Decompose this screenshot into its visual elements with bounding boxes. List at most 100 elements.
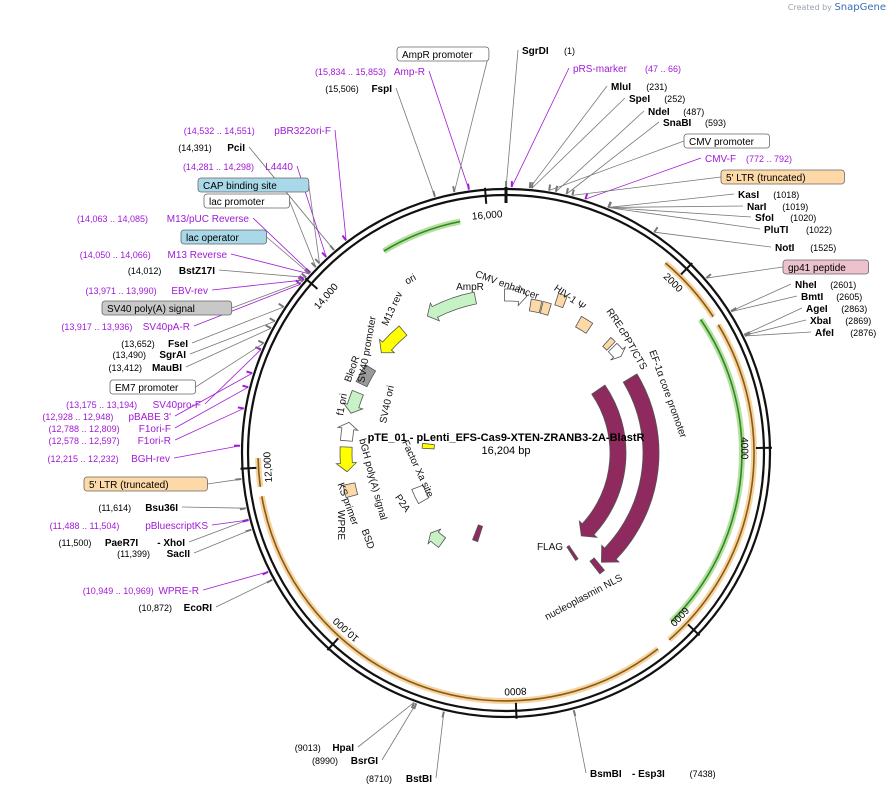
credit-prefix: Created by	[787, 3, 832, 12]
enzyme-position: (252)	[664, 94, 685, 104]
enzyme-sgrdi-name[interactable]: SgrDI	[522, 46, 549, 57]
feature-cmv-enhancer[interactable]	[504, 284, 528, 307]
tick-mark	[483, 187, 488, 204]
box-5-ltr-truncated[interactable]	[720, 169, 845, 185]
enzyme-sgrai-name[interactable]: SgrAI	[159, 350, 186, 361]
feature-cppt-cts[interactable]	[602, 336, 616, 351]
feature-5-ltr-box[interactable]	[539, 301, 552, 316]
box-lac-operator[interactable]	[180, 229, 267, 245]
enzyme-fspi-name[interactable]: FspI	[371, 84, 392, 95]
primer-m13-puc-reverse-name[interactable]: M13/pUC Reverse	[167, 214, 250, 225]
enzyme-bsmbi-name[interactable]: BsmBI	[590, 769, 622, 780]
feature-sv40-ori[interactable]	[336, 421, 359, 442]
enzyme-nhei-name[interactable]: NheI	[795, 280, 817, 291]
box-cmv-promoter[interactable]	[683, 133, 770, 149]
tick-label: 12,000	[262, 451, 275, 483]
enzyme-pcii-name[interactable]: PciI	[227, 143, 245, 154]
tick-mark	[326, 637, 339, 651]
enzyme-pluti-name[interactable]: PluTI	[764, 225, 789, 236]
feature-sv40-promoter[interactable]	[342, 389, 364, 414]
enzyme-xbai-name[interactable]: XbaI	[810, 316, 831, 327]
box-5-ltr-truncated-label: 5' LTR (truncated)	[726, 173, 806, 184]
enzyme-bsu36i-name[interactable]: Bsu36I	[145, 503, 178, 514]
primer-sv40pro-f-name[interactable]: SV40pro-F	[153, 400, 201, 411]
primer-prs-marker-name[interactable]: pRS-marker	[573, 64, 628, 75]
box-sv40-poly-a-signal[interactable]	[101, 300, 233, 316]
enzyme-alias[interactable]: - XhoI	[157, 538, 185, 549]
primer-m13-reverse-name[interactable]: M13 Reverse	[168, 250, 228, 261]
enzyme-spei-name[interactable]: SpeI	[629, 94, 650, 105]
translated-arc	[257, 458, 262, 487]
feature-p2a[interactable]	[472, 524, 484, 543]
feature-cas9[interactable]	[600, 373, 660, 563]
primer-amp-r-name[interactable]: Amp-R	[394, 67, 425, 78]
box-cap-binding-site-leader	[308, 184, 320, 264]
enzyme-alias[interactable]: - Esp3I	[632, 769, 665, 780]
feature-ef-1-core-promoter[interactable]	[607, 342, 626, 361]
feature-label-m13-rev: M13 rev	[380, 290, 405, 327]
enzyme-ndei-name[interactable]: NdeI	[648, 107, 670, 118]
primer-pbluescriptks-name[interactable]: pBluescriptKS	[145, 521, 208, 532]
primer-bgh-rev-name[interactable]: BGH-rev	[131, 454, 170, 465]
feature-cmv-promoter-box[interactable]	[528, 298, 543, 314]
enzyme-kasi-name[interactable]: KasI	[738, 190, 759, 201]
primer-ebv-rev-name[interactable]: EBV-rev	[171, 286, 208, 297]
feature-bsd[interactable]	[427, 528, 447, 548]
enzyme-sfoi-name[interactable]: SfoI	[755, 213, 774, 224]
primer-wpre-r-name[interactable]: WPRE-R	[158, 586, 199, 597]
enzyme-snabi-name[interactable]: SnaBI	[663, 118, 692, 129]
primer-l4440-name[interactable]: L4440	[265, 162, 293, 173]
tick-label: 8000	[504, 685, 527, 697]
primer-sv40pa-r-name[interactable]: SV40pA-R	[143, 322, 190, 333]
enzyme-sgrai-tick	[269, 317, 276, 323]
feature-label-nucleoplasmin-nls: nucleoplasmin NLS	[543, 573, 625, 623]
feature-ori[interactable]	[378, 325, 408, 354]
enzyme-sacii-name[interactable]: SacII	[167, 549, 191, 560]
enzyme-mlui-name[interactable]: MluI	[611, 82, 631, 93]
enzyme-paer7i-name[interactable]: PaeR7I	[105, 538, 139, 549]
box-lac-promoter[interactable]	[203, 193, 290, 209]
feature-rre[interactable]	[575, 315, 594, 334]
feature-flag[interactable]	[566, 545, 579, 561]
primer-range: (11,488 .. 11,504)	[50, 521, 120, 531]
enzyme-bmti-name[interactable]: BmtI	[801, 292, 823, 303]
box-cap-binding-site[interactable]	[197, 177, 310, 193]
primer-pbabe-3-name[interactable]: pBABE 3'	[129, 412, 172, 423]
box-ampr-promoter[interactable]	[396, 46, 490, 62]
box-5-ltr-truncated[interactable]	[83, 476, 208, 492]
enzyme-position: (2601)	[830, 280, 856, 290]
primer-pbr322ori-f-name[interactable]: pBR322ori-F	[274, 126, 331, 137]
feature-cas9[interactable]	[578, 384, 627, 538]
feature-wpre[interactable]	[411, 484, 430, 505]
enzyme-fsei-tick	[278, 302, 285, 308]
enzyme-agei-name[interactable]: AgeI	[806, 304, 828, 315]
feature-bgh-poly-a-signal[interactable]	[342, 482, 359, 499]
feature-nucleoplasmin-nls[interactable]	[589, 557, 605, 575]
feature-sv40-ori-small[interactable]	[421, 442, 435, 450]
enzyme-afei-name[interactable]: AfeI	[815, 328, 834, 339]
enzyme-hpai-name[interactable]: HpaI	[332, 743, 354, 754]
feature-hiv-1[interactable]	[554, 292, 568, 309]
feature-bleor[interactable]	[355, 364, 377, 388]
primer-m13-puc-reverse-leader	[252, 217, 311, 273]
enzyme-maubi-name[interactable]: MauBI	[152, 363, 182, 374]
feature-f1-ori[interactable]	[335, 446, 358, 473]
box-em7-promoter[interactable]	[109, 379, 196, 395]
enzyme-nari-name[interactable]: NarI	[747, 202, 767, 213]
primer-f1ori-r-name[interactable]: F1ori-R	[138, 436, 171, 447]
enzyme-ecori-name[interactable]: EcoRI	[184, 603, 213, 614]
enzyme-bsrgi-name[interactable]: BsrGI	[351, 756, 378, 767]
enzyme-fsei-name[interactable]: FseI	[168, 339, 188, 350]
primer-range: (12,215 .. 12,232)	[48, 454, 119, 464]
box-gp41-peptide[interactable]	[782, 259, 869, 275]
feature-ampr[interactable]	[426, 291, 477, 322]
enzyme-bstz17i-name[interactable]: BstZ17I	[179, 266, 215, 277]
feature-label-f1-ori: f1 ori	[335, 393, 350, 417]
enzyme-position: (11,614)	[98, 503, 131, 513]
primer-cmv-f-name[interactable]: CMV-F	[705, 154, 736, 165]
primer-f1ori-f-name[interactable]: F1ori-F	[139, 424, 171, 435]
features-layer	[335, 284, 660, 575]
enzyme-bstbi-name[interactable]: BstBI	[406, 774, 432, 785]
enzyme-noti-name[interactable]: NotI	[775, 243, 795, 254]
